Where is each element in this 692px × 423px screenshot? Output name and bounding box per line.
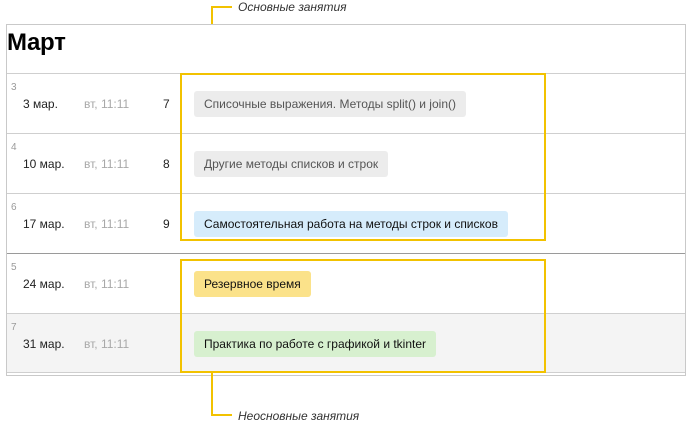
- lesson-row[interactable]: 7 31 мар. вт, 11:11 Практика по работе с…: [7, 313, 685, 373]
- lesson-date: 17 мар.: [23, 217, 65, 231]
- annotation-leader-extra: [211, 372, 232, 416]
- lesson-count: 8: [163, 157, 170, 171]
- lesson-topic-tag[interactable]: Самостоятельная работа на методы строк и…: [194, 211, 508, 237]
- lesson-topic-tag[interactable]: Резервное время: [194, 271, 311, 297]
- lesson-row[interactable]: 5 24 мар. вт, 11:11 Резервное время: [7, 253, 685, 313]
- lesson-number: 7: [11, 322, 17, 333]
- lesson-number: 3: [11, 82, 17, 93]
- lesson-list: 3 3 мар. вт, 11:11 7 Списочные выражения…: [7, 73, 685, 373]
- lesson-date: 3 мар.: [23, 97, 58, 111]
- month-title: Март: [7, 29, 66, 56]
- lesson-row[interactable]: 6 17 мар. вт, 11:11 9 Самостоятельная ра…: [7, 193, 685, 253]
- lesson-number: 4: [11, 142, 17, 153]
- lesson-number: 5: [11, 262, 17, 273]
- lesson-time: вт, 11:11: [84, 217, 130, 231]
- annotation-extra-lessons: Неосновные занятия: [238, 409, 360, 423]
- lesson-time: вт, 11:11: [84, 277, 130, 291]
- lesson-date: 10 мар.: [23, 157, 65, 171]
- lesson-topic-tag[interactable]: Другие методы списков и строк: [194, 151, 389, 177]
- lesson-time: вт, 11:11: [84, 337, 130, 351]
- lesson-topic-tag[interactable]: Практика по работе с графикой и tkinter: [194, 331, 437, 357]
- lesson-number: 6: [11, 202, 17, 213]
- lesson-date: 24 мар.: [23, 277, 65, 291]
- lesson-row[interactable]: 3 3 мар. вт, 11:11 7 Списочные выражения…: [7, 73, 685, 133]
- annotation-main-lessons: Основные занятия: [238, 0, 347, 14]
- lesson-date: 31 мар.: [23, 337, 65, 351]
- lesson-topic-tag[interactable]: Списочные выражения. Методы split() и jo…: [194, 91, 466, 117]
- lesson-count: 9: [163, 217, 170, 231]
- lesson-time: вт, 11:11: [84, 97, 130, 111]
- month-panel: Март 3 3 мар. вт, 11:11 7 Списочные выра…: [6, 24, 686, 376]
- lesson-row[interactable]: 4 10 мар. вт, 11:11 8 Другие методы спис…: [7, 133, 685, 193]
- lesson-time: вт, 11:11: [84, 157, 130, 171]
- lesson-count: 7: [163, 97, 170, 111]
